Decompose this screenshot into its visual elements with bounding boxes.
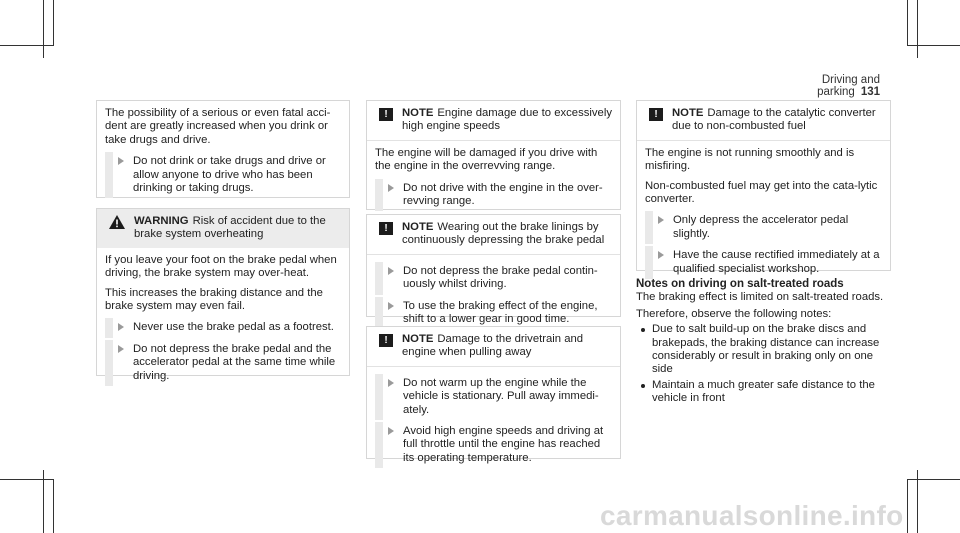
note-keyword: NOTE bbox=[402, 333, 434, 345]
instruction-step: Avoid high engine speeds and driving at … bbox=[375, 422, 612, 469]
watermark: carmanualsonline.info bbox=[600, 500, 904, 531]
note-text: Non-combusted fuel may get into the cata… bbox=[645, 179, 878, 206]
crop-mark bbox=[907, 45, 960, 46]
note-title: Engine damage due to excessively high en… bbox=[402, 107, 612, 133]
instruction-step: To use the braking effect of the engine,… bbox=[375, 296, 612, 330]
note-text: The engine will be damaged if you drive … bbox=[375, 146, 598, 173]
note-title: Wearing out the brake linings by continu… bbox=[402, 221, 605, 247]
note-title: Damage to the drivetrain and engine when… bbox=[402, 333, 584, 359]
body-text: Therefore, observe the following notes: bbox=[636, 307, 832, 320]
instruction-step: Do not warm up the engine while the vehi… bbox=[375, 373, 612, 421]
body-text: The braking effect is limited on salt-tr… bbox=[636, 291, 884, 304]
salt-roads-section: Notes on driving on salt-treated roads T… bbox=[636, 278, 892, 408]
note-keyword: NOTE bbox=[402, 221, 434, 233]
page-number: 131 bbox=[860, 86, 880, 98]
instruction-step: Do not depress the brake pedal contin-uo… bbox=[375, 261, 612, 295]
step-arrow-icon bbox=[658, 251, 664, 260]
note-keyword: NOTE bbox=[402, 107, 434, 119]
notice-exclamation-icon: ! bbox=[379, 108, 393, 121]
warning-title: Risk of accident due to the brake system… bbox=[134, 215, 326, 241]
step-arrow-icon bbox=[388, 183, 394, 192]
section-title: Driving and parking bbox=[817, 74, 880, 98]
instruction-step: Have the cause rectified immediately at … bbox=[645, 246, 882, 279]
crop-mark bbox=[917, 470, 918, 533]
intro-text: The possibility of a serious or even fat… bbox=[105, 107, 331, 146]
list-item: Due to salt build-up on the brake discs … bbox=[636, 323, 892, 377]
step-arrow-icon bbox=[388, 378, 394, 387]
notice-exclamation-icon: ! bbox=[379, 222, 393, 235]
list-item: Maintain a much greater safe distance to… bbox=[636, 379, 892, 406]
step-arrow-icon bbox=[388, 301, 394, 310]
instruction-step: Do not drive with the engine in the over… bbox=[375, 178, 612, 212]
step-arrow-icon bbox=[658, 216, 664, 225]
crop-mark bbox=[53, 479, 54, 533]
note-text: The engine is not running smoothly and i… bbox=[645, 146, 855, 173]
note-title: Damage to the catalytic converter due to… bbox=[672, 107, 876, 133]
crop-mark bbox=[0, 45, 53, 46]
step-arrow-icon bbox=[388, 266, 394, 275]
safety-box-drugs: The possibility of a serious or even fat… bbox=[96, 100, 350, 199]
step-arrow-icon bbox=[388, 427, 394, 436]
crop-mark bbox=[43, 470, 44, 533]
warning-text: If you leave your foot on the brake peda… bbox=[105, 253, 337, 280]
warning-keyword: WARNING bbox=[134, 215, 189, 227]
crop-mark bbox=[917, 0, 918, 58]
notice-exclamation-icon: ! bbox=[379, 334, 393, 347]
instruction-step: Do not depress the brake pedal and the a… bbox=[105, 339, 341, 387]
crop-mark bbox=[53, 0, 54, 46]
warning-triangle-icon bbox=[109, 215, 125, 229]
step-arrow-icon bbox=[118, 323, 124, 332]
instruction-step: Do not drink or take drugs and drive or … bbox=[105, 152, 341, 199]
crop-mark bbox=[907, 479, 908, 533]
crop-mark bbox=[43, 0, 44, 58]
step-arrow-icon bbox=[118, 344, 124, 353]
crop-mark bbox=[907, 479, 960, 480]
crop-mark bbox=[907, 0, 908, 46]
notice-exclamation-icon: ! bbox=[649, 108, 663, 121]
warning-text: This increases the braking distance and … bbox=[105, 286, 323, 313]
section-heading: Notes on driving on salt-treated roads bbox=[636, 278, 844, 290]
note-keyword: NOTE bbox=[672, 107, 704, 119]
instruction-step: Never use the brake pedal as a footrest. bbox=[105, 318, 341, 339]
crop-mark bbox=[0, 479, 53, 480]
instruction-step: Only depress the accelerator pedal sligh… bbox=[645, 211, 882, 245]
step-arrow-icon bbox=[118, 157, 124, 166]
